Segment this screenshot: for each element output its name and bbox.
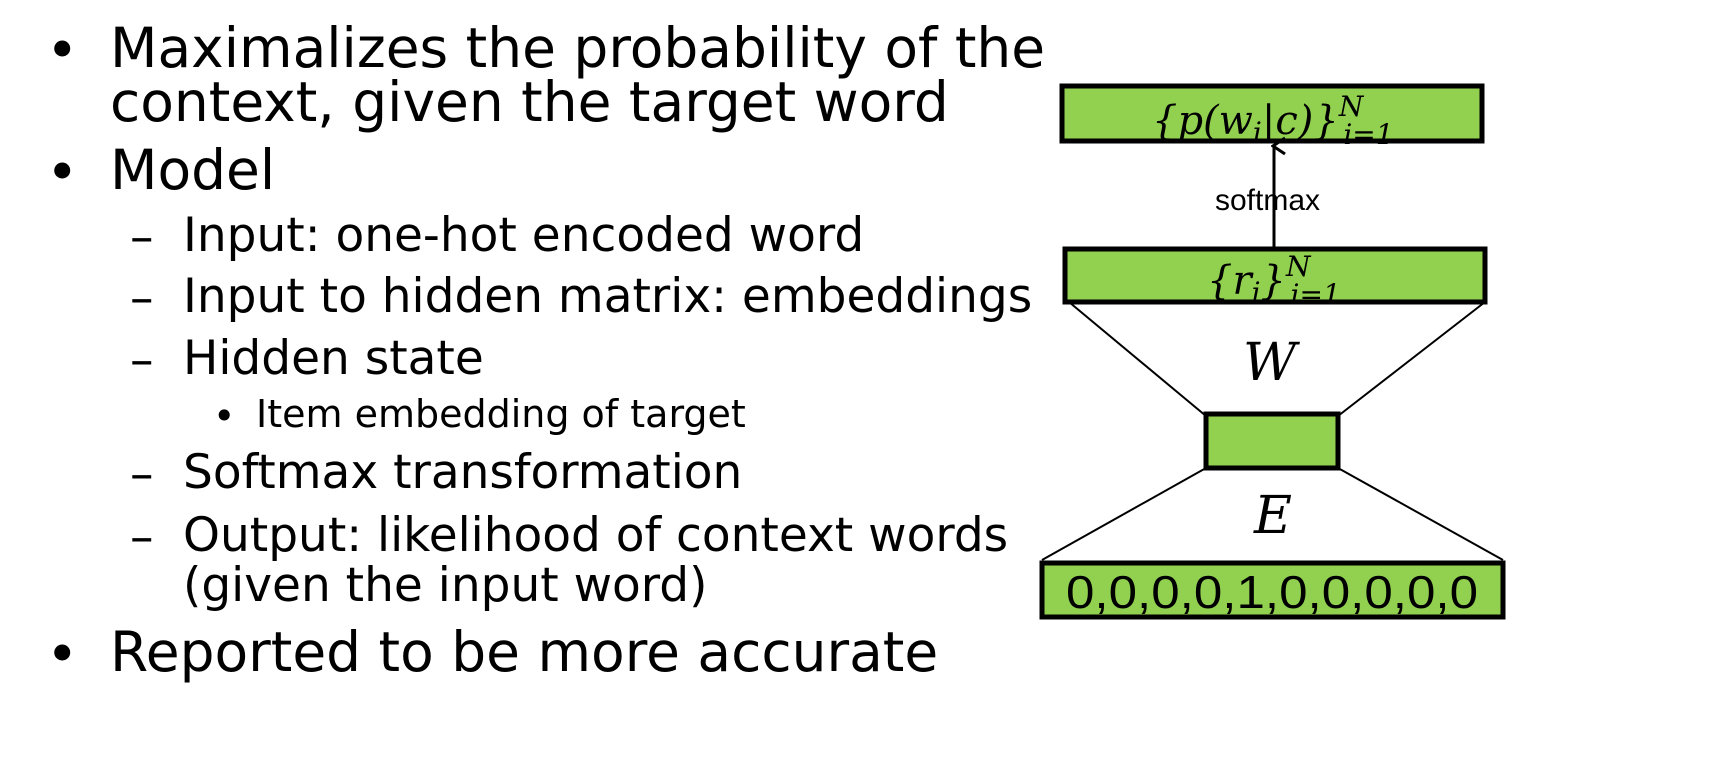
bullet-text: Model <box>110 138 276 202</box>
hidden-state-box <box>1203 411 1341 471</box>
bullet-marker: • <box>46 140 79 204</box>
bullet-marker: • <box>46 18 79 82</box>
dash-marker: – <box>130 447 154 502</box>
bullet-list: • Maximalizes the probability of the con… <box>46 16 1046 686</box>
sub-sub-bullet-text: Item embedding of target <box>256 392 746 436</box>
sub-bullet-text: Softmax transformation <box>183 445 743 500</box>
dash-marker: – <box>130 333 154 388</box>
dash-marker: – <box>130 210 154 265</box>
bullet-text: Maximalizes the probability of the <box>110 16 1046 80</box>
one-hot-input-box <box>1039 560 1506 620</box>
softmax-label: softmax <box>1215 184 1320 217</box>
sub-bullet-text: Output: likelihood of context words <box>183 508 1009 563</box>
dash-marker: – <box>130 271 154 326</box>
sub-bullet-text: Hidden state <box>183 331 484 386</box>
e-funnel-left-line <box>1041 467 1207 561</box>
bullet-text-continuation: context, given the target word <box>110 70 949 134</box>
sub-sub-bullet-marker: • <box>213 394 236 438</box>
dash-marker: – <box>130 510 154 565</box>
w-funnel-right-line <box>1337 301 1486 417</box>
hidden-representation-box <box>1062 246 1488 305</box>
sub-bullet-text-continuation: (given the input word) <box>183 558 708 613</box>
one-hot-input-label: 0,0,0,0,1,0,0,0,0,0 <box>1066 566 1478 618</box>
w-matrix-label: W <box>1243 333 1300 393</box>
e-funnel-right-line <box>1337 467 1504 561</box>
bullet-marker: • <box>46 622 79 686</box>
sub-bullet-text: Input: one-hot encoded word <box>183 208 865 263</box>
w-funnel-left-line <box>1068 301 1207 417</box>
sub-bullet-text: Input to hidden matrix: embeddings <box>183 269 1033 324</box>
bullet-text: Reported to be more accurate <box>110 620 939 684</box>
e-matrix-label: E <box>1253 486 1292 546</box>
